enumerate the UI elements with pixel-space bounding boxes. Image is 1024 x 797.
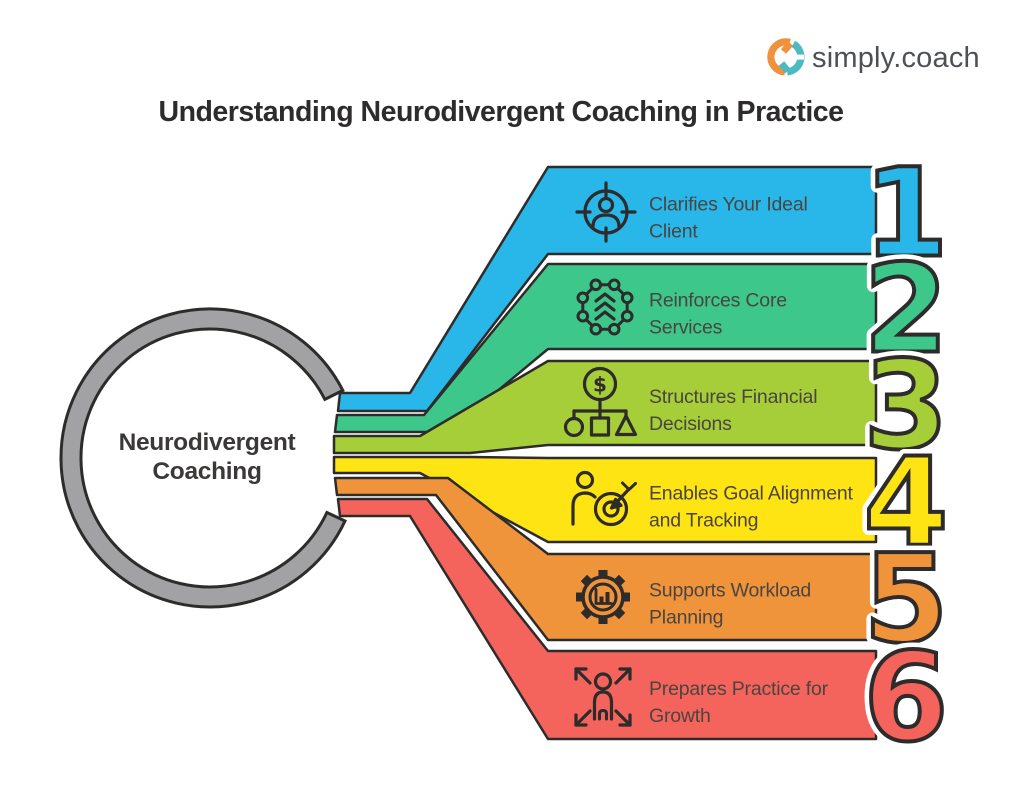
logo-gap (786, 54, 804, 60)
workload-gear-icon (576, 570, 630, 624)
number-4-halo: 4 (864, 432, 949, 574)
number-4: 4 (864, 432, 949, 574)
number-3: 3 (864, 335, 949, 477)
band-5-label-line1: Supports Workload (649, 580, 811, 602)
logo-teal-arc (786, 40, 805, 76)
number-5: 5 (864, 529, 949, 671)
goal-tracking-icon (571, 470, 637, 527)
number-1-halo: 1 (864, 143, 949, 285)
logo-teal-hook (778, 61, 791, 74)
band-3-label-line2: Decisions (649, 413, 732, 435)
number-2: 2 (864, 239, 949, 381)
dollar-glyph: $ (593, 373, 607, 397)
band-3-label-line1: Structures Financial (649, 386, 817, 408)
band-4-label-line1: Enables Goal Alignment (649, 483, 854, 505)
number-3-halo: 3 (864, 335, 949, 477)
number-6-halo: 6 (864, 627, 949, 769)
ribbon-4 (332, 455, 878, 544)
ribbon-5 (333, 476, 878, 642)
band-4-label-line2: and Tracking (649, 510, 758, 532)
growth-expand-icon (574, 667, 632, 727)
center-label-line2: Coaching (152, 458, 261, 485)
ribbon-1 (336, 165, 878, 413)
ribbon-6 (336, 497, 878, 741)
center-ring (59, 307, 347, 609)
logo-orange-hook (780, 41, 794, 54)
target-client-icon (575, 181, 637, 243)
brand-logo[interactable]: simply.coach (767, 38, 980, 76)
finance-structure-icon: $ (563, 366, 638, 438)
page-title: Understanding Neurodivergent Coaching in… (159, 96, 844, 128)
band-2-label-line1: Reinforces Core (649, 290, 787, 312)
brand-name: simply.coach (812, 42, 980, 74)
brand-logo-icon (767, 38, 805, 76)
band-1-label-line2: Client (649, 221, 698, 243)
number-2-halo: 2 (864, 239, 949, 381)
ribbon-3 (332, 359, 878, 455)
band-2-label-line2: Services (649, 317, 723, 339)
number-6: 6 (864, 627, 949, 769)
band-6-label-line2: Growth (649, 705, 711, 727)
center-label-line1: Neurodivergent (119, 429, 296, 456)
band-1-label-line1: Clarifies Your Ideal (649, 194, 808, 216)
logo-orange-arc (767, 38, 791, 76)
ribbon-2 (333, 262, 878, 434)
number-1: 1 (864, 143, 949, 285)
band-6-label-line1: Prepares Practice for (649, 678, 829, 700)
band-5-label-line2: Planning (649, 607, 723, 629)
network-services-icon (576, 278, 634, 336)
number-5-halo: 5 (864, 529, 949, 671)
